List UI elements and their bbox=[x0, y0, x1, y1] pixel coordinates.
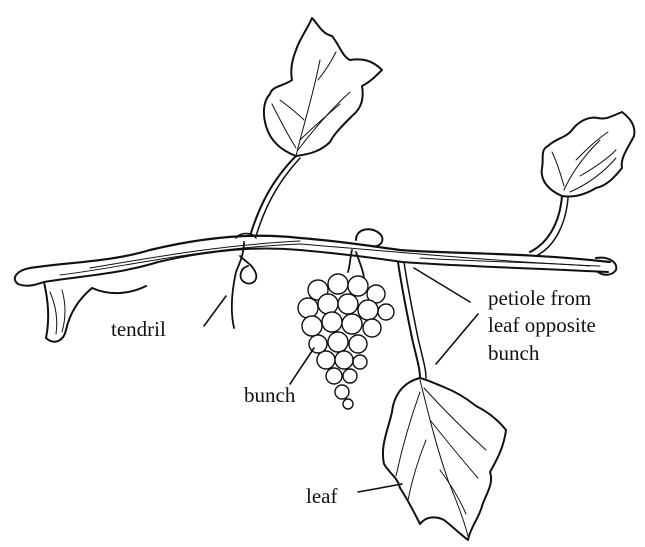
bunch-label: bunch bbox=[244, 383, 295, 408]
bunch-drawing bbox=[298, 250, 394, 409]
bunch-leader bbox=[290, 348, 314, 384]
tendril-label: tendril bbox=[111, 317, 166, 342]
leaf-leader bbox=[358, 484, 402, 492]
petiole-label-line-3: bunch bbox=[488, 341, 539, 366]
tendril-drawing bbox=[232, 242, 256, 328]
petiole-leader-2 bbox=[436, 314, 478, 364]
petiole-leader-1 bbox=[414, 268, 470, 302]
petiole-label-line-2: leaf opposite bbox=[488, 313, 596, 338]
upper-leaf bbox=[250, 18, 382, 236]
tendril-leader bbox=[204, 296, 226, 326]
leaf-label: leaf bbox=[306, 484, 337, 509]
right-leaf bbox=[530, 112, 634, 256]
petiole-label-line-1: petiole from bbox=[488, 286, 591, 311]
